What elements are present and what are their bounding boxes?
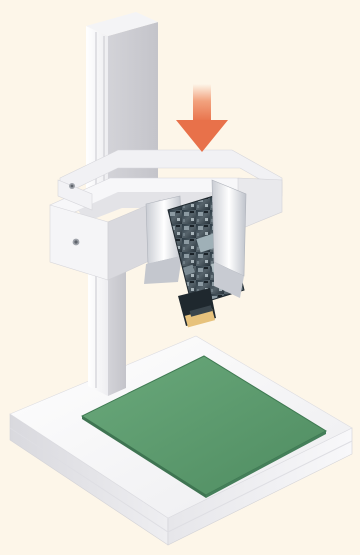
camera-board [144,180,246,327]
down-arrow-icon [176,84,228,152]
